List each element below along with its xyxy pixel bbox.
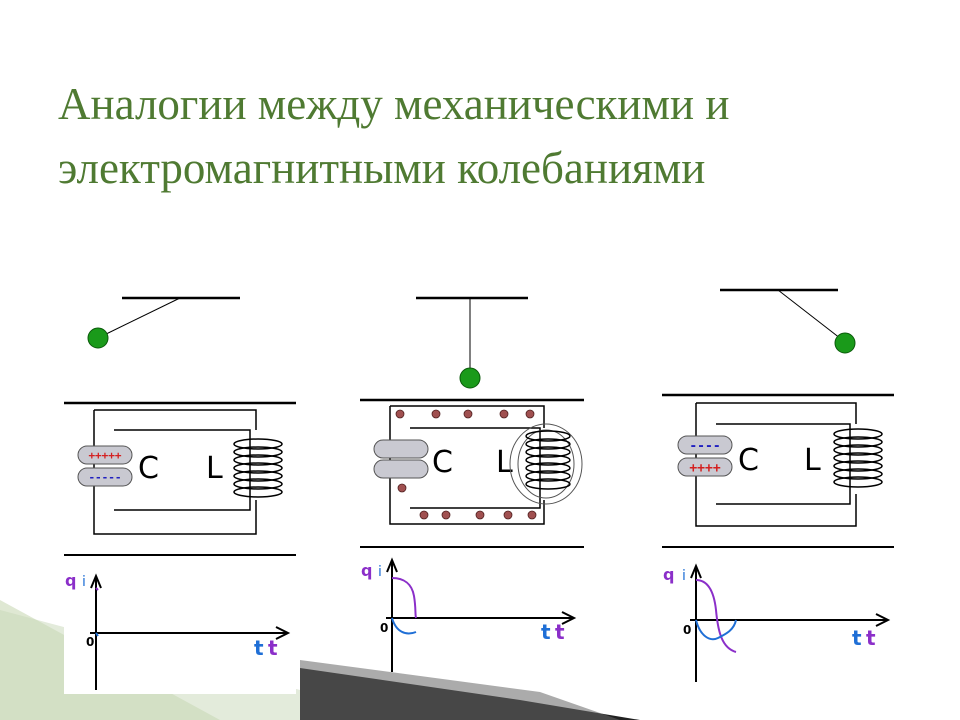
lc-circuit-1: +++++ ----- C L [77, 409, 283, 535]
inductor-label: L [804, 443, 821, 478]
capacitor-label: C [432, 445, 453, 480]
t-label-q: t [866, 626, 876, 650]
pendulum-3 [720, 288, 856, 354]
origin-label: 0 [86, 635, 94, 649]
t-label-q: t [555, 620, 565, 644]
q-curve [695, 579, 737, 653]
q-curve [95, 587, 99, 591]
i-curve [695, 619, 737, 641]
q-curve [391, 577, 417, 619]
panel-2: C L q i 0 t t [360, 296, 584, 672]
t-label-i: t [541, 620, 551, 644]
t-label-i: t [254, 636, 264, 660]
origin-label: 0 [380, 621, 388, 635]
capacitor-plate-bottom [77, 467, 133, 487]
capacitor-plate-top [373, 439, 429, 459]
i-curve [391, 617, 417, 635]
i-axis-label: i [82, 574, 86, 590]
t-label-q: t [268, 636, 278, 660]
capacitor-plate-bottom [677, 457, 733, 477]
inductor-coil [833, 428, 883, 488]
i-axis-label: i [378, 564, 382, 580]
t-label-i: t [852, 626, 862, 650]
slide-title: Аналогии между механическими и электрома… [58, 72, 918, 200]
graph-1: q i 0 t t [64, 560, 296, 694]
minus-charges: ----- [88, 471, 121, 484]
i-axis-label: i [682, 568, 686, 584]
pendulum-bob [459, 367, 481, 389]
minus-charges: ---- [689, 439, 720, 454]
graph-2: q i 0 t t [361, 557, 577, 672]
pendulum-bob [87, 327, 109, 349]
plus-charges: ++++ [689, 461, 720, 476]
capacitor-plate-bottom [373, 459, 429, 479]
title-line-2: электромагнитными колебаниями [58, 143, 706, 193]
capacitor-plate-top [77, 445, 133, 465]
pendulum-1 [87, 296, 240, 349]
panel-1: +++++ ----- C L q i 0 t t [64, 296, 296, 694]
moving-electrons [395, 409, 537, 520]
inductor-label: L [206, 451, 223, 486]
capacitor-label: C [738, 443, 759, 478]
plus-charges: +++++ [88, 449, 121, 462]
capacitor-label: C [138, 451, 159, 486]
q-axis-label: q [663, 565, 674, 584]
q-axis-label: q [361, 561, 372, 580]
lc-circuit-3: ---- ++++ C L [677, 402, 883, 527]
panel-3: ---- ++++ C L q i 0 t t [662, 288, 894, 682]
inductor-coil [233, 438, 283, 498]
pendulum-bob [834, 332, 856, 354]
inductor-label: L [496, 445, 513, 480]
q-axis-label: q [65, 571, 76, 590]
capacitor-plate-top [677, 435, 733, 455]
pendulum-2 [416, 296, 528, 389]
title-line-1: Аналогии между механическими и [58, 79, 730, 129]
inductor-coil [525, 430, 571, 490]
magnetic-field-lines [509, 423, 583, 505]
i-curve [95, 632, 99, 637]
graph-3: q i 0 t t [663, 563, 891, 682]
lc-circuit-2: C L [373, 405, 583, 525]
origin-label: 0 [683, 623, 691, 637]
